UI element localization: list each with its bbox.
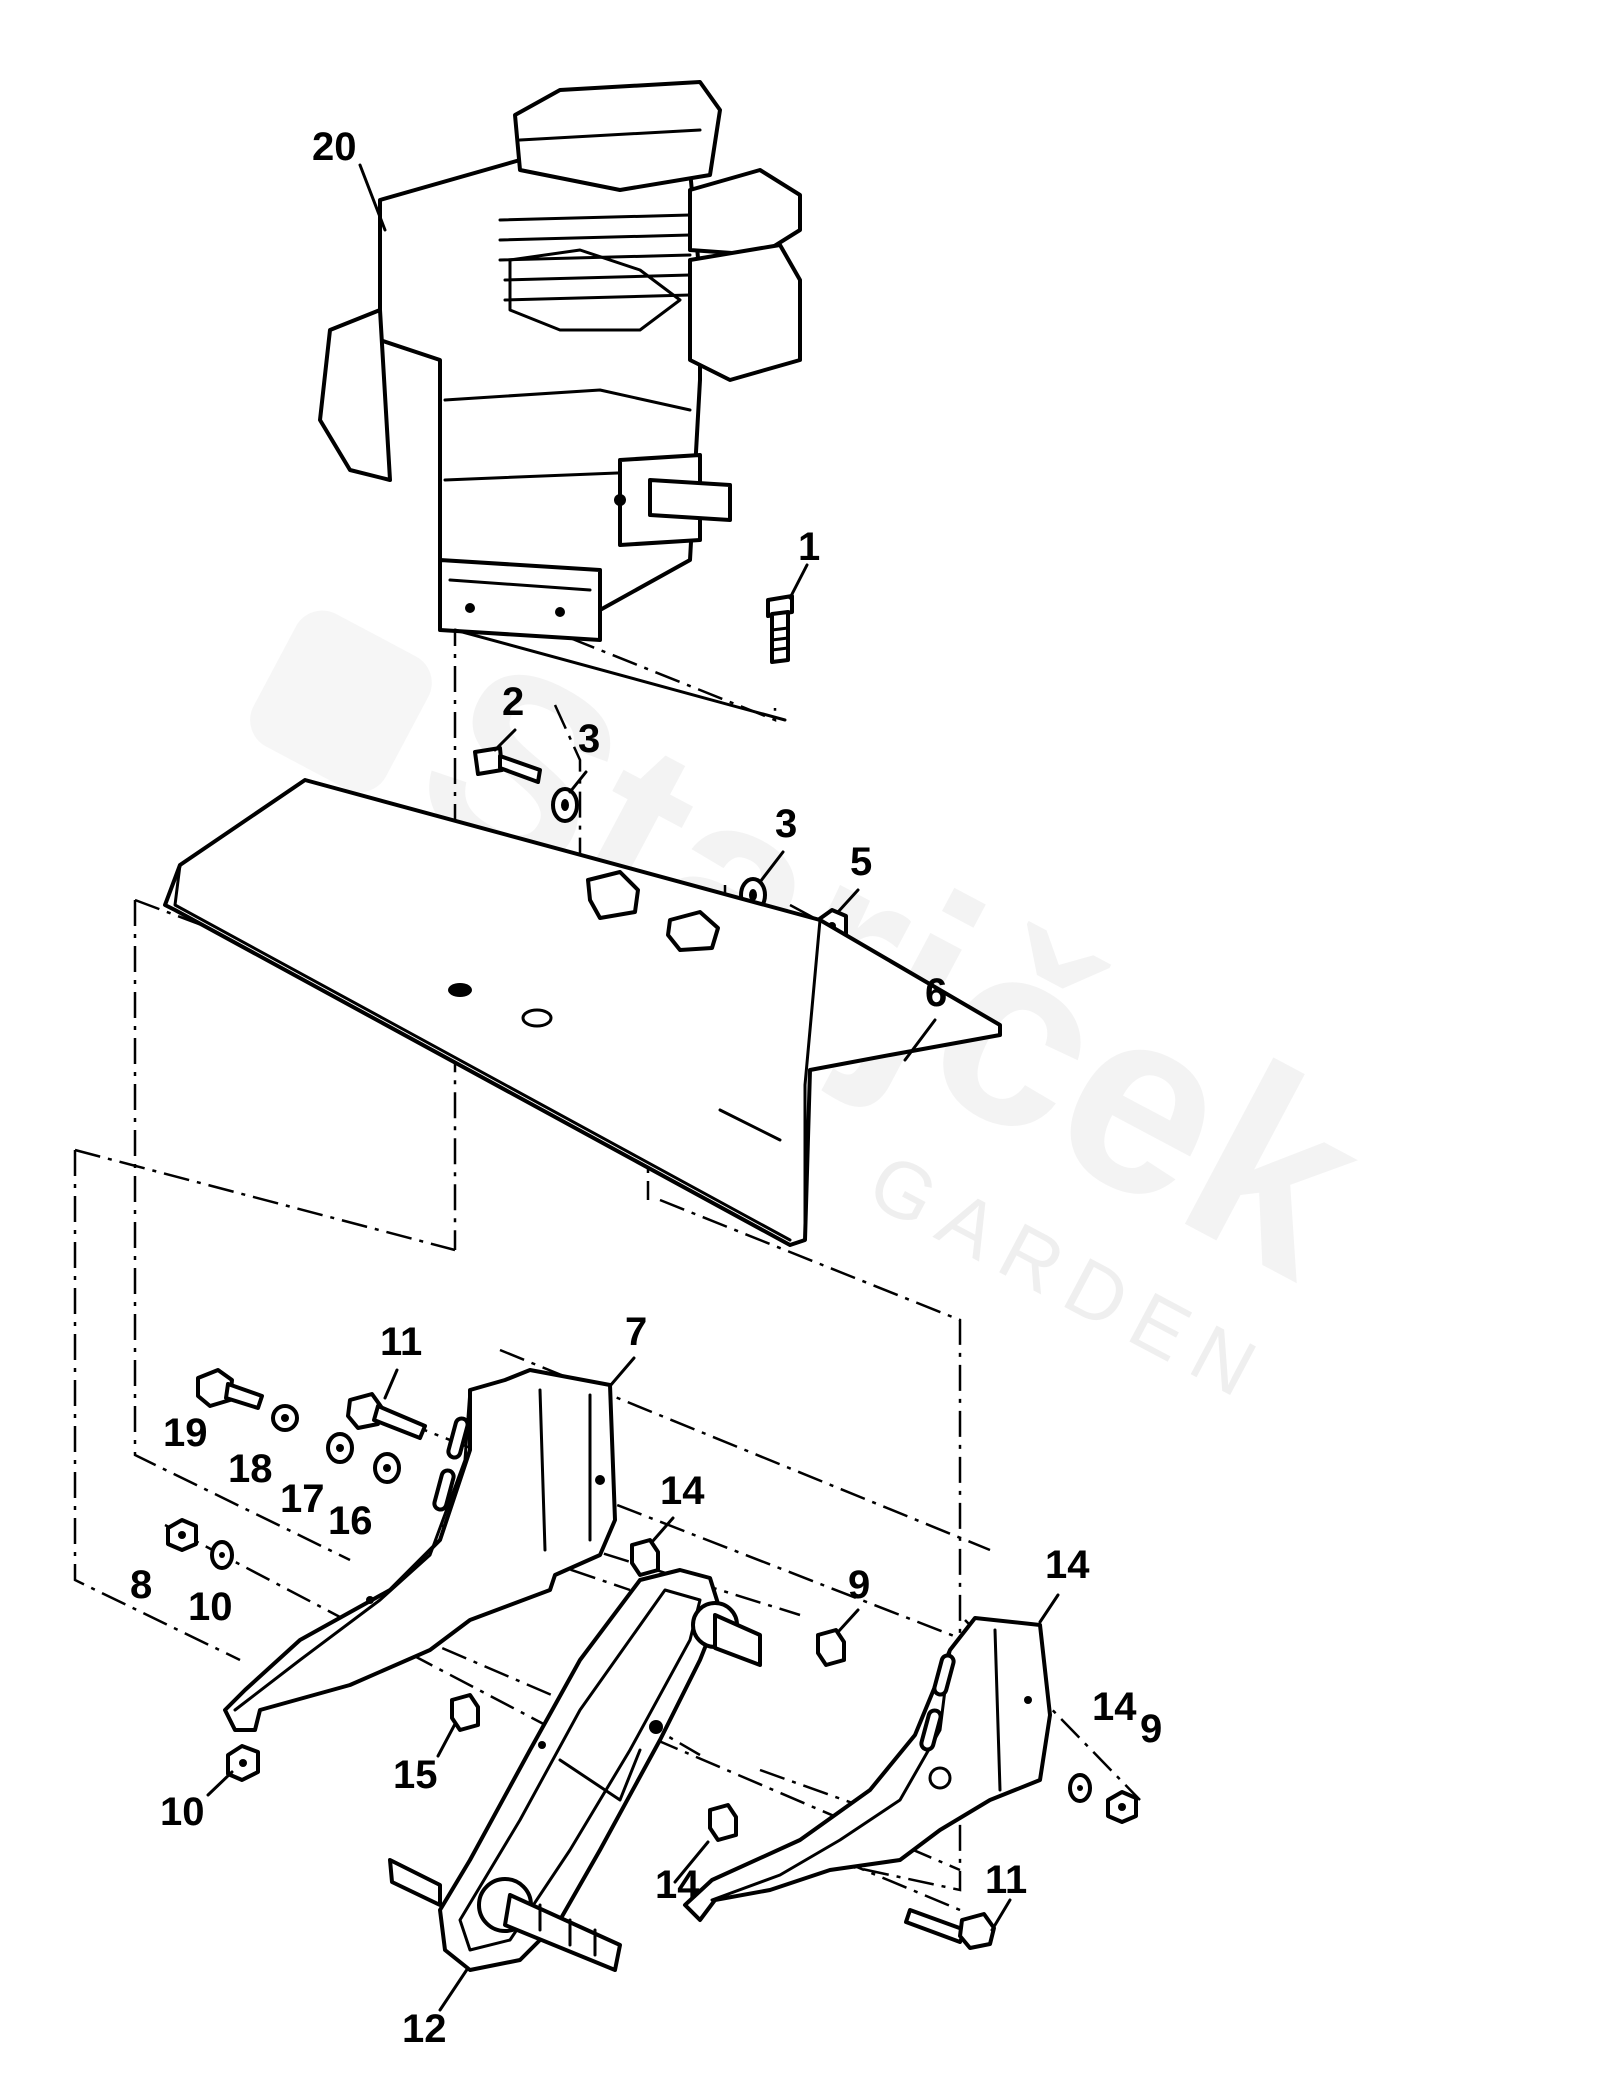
callout-label-14d: 14 xyxy=(655,1863,700,1907)
bolt-part-11 xyxy=(346,1392,427,1440)
callout-label-3a: 3 xyxy=(578,717,600,761)
bolt-part-11 xyxy=(904,1908,996,1950)
callout-label-15: 10 xyxy=(160,1790,205,1834)
spacer-part-14 xyxy=(816,1628,846,1667)
callout-label-12: 12 xyxy=(402,2007,447,2051)
callout-label-14c: 15 xyxy=(393,1753,438,1797)
washer-part-18 xyxy=(271,1404,299,1432)
washer-part-9 xyxy=(1068,1773,1092,1803)
left-side-frame-part-7 xyxy=(223,1368,617,1732)
callout-label-10a: 8 xyxy=(130,1563,152,1607)
callout-label-5: 5 xyxy=(850,840,872,884)
callout-label-9b: 14 xyxy=(1092,1685,1137,1729)
spacer-part-14 xyxy=(630,1538,660,1577)
callout-label-16: 16 xyxy=(328,1499,373,1543)
callout-label-9a: 10 xyxy=(188,1585,233,1629)
nut-part-10 xyxy=(166,1518,198,1552)
callout-leader-lines xyxy=(206,163,1060,2012)
callout-label-7: 7 xyxy=(625,1310,647,1354)
callout-labels: 20 1 2 3 3 5 6 11 7 19 18 17 16 14 14 8 … xyxy=(130,125,1162,2051)
callout-label-1: 1 xyxy=(798,525,820,569)
callout-label-8: 14 xyxy=(1045,1543,1090,1587)
callout-label-2: 2 xyxy=(502,680,524,724)
callout-label-6: 6 xyxy=(925,971,947,1015)
nut-part-10 xyxy=(1106,1790,1138,1824)
bolt-part-1 xyxy=(766,594,794,664)
bolt-part-19 xyxy=(196,1368,264,1410)
washer-part-9 xyxy=(210,1540,234,1570)
callout-label-19: 19 xyxy=(163,1411,208,1455)
bolt-part-2 xyxy=(473,746,542,784)
callout-label-3b: 3 xyxy=(775,802,797,846)
tine-shield-part-6 xyxy=(163,778,1002,1247)
washer-part-16 xyxy=(373,1452,401,1484)
washer-part-17 xyxy=(326,1432,354,1464)
spacer-part-14 xyxy=(708,1803,738,1842)
callout-label-14a: 14 xyxy=(660,1469,705,1513)
callout-label-18: 18 xyxy=(228,1447,273,1491)
chain-case-part-12 xyxy=(388,1568,762,1972)
callout-label-14b: 9 xyxy=(848,1563,870,1607)
callout-label-17: 17 xyxy=(280,1477,325,1521)
washer-part-3 xyxy=(551,787,579,823)
engine-assembly xyxy=(318,80,802,722)
spacer-part-14 xyxy=(450,1693,480,1732)
callout-label-10b: 9 xyxy=(1140,1707,1162,1751)
nut-part-15 xyxy=(226,1744,260,1782)
right-side-frame-part-8 xyxy=(683,1616,1052,1922)
callout-label-11b: 11 xyxy=(985,1858,1027,1902)
callout-label-20: 20 xyxy=(312,125,357,169)
callout-label-11a: 11 xyxy=(380,1320,422,1364)
